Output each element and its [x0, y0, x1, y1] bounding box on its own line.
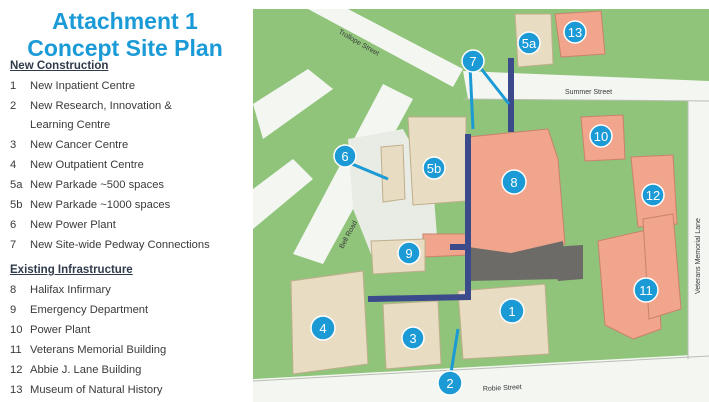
legend-item: Learning Centre — [30, 119, 111, 131]
svg-text:9: 9 — [405, 246, 412, 261]
svg-text:10: 10 — [594, 129, 608, 144]
street-label-summer: Summer Street — [565, 89, 612, 96]
svg-text:3: 3 — [409, 331, 416, 346]
svg-text:2: 2 — [446, 376, 453, 391]
legend-panel: Attachment 1 Concept Site Plan New Const… — [0, 0, 250, 402]
page-title-line2: Concept Site Plan — [27, 35, 223, 61]
svg-text:13: 13 — [568, 25, 582, 40]
svg-text:6: 6 — [341, 149, 348, 164]
svg-text:5b: 5b — [427, 161, 441, 176]
marker-12[interactable]: 12 — [641, 183, 665, 207]
pedway-connections — [367, 58, 514, 303]
svg-text:8: 8 — [510, 175, 517, 190]
marker-9[interactable]: 9 — [397, 241, 421, 265]
marker-2[interactable]: 2 — [437, 370, 463, 396]
street-label-veterans: Veterans Memorial Lane — [695, 218, 702, 294]
svg-text:1: 1 — [508, 304, 515, 319]
svg-text:12: 12 — [646, 188, 660, 203]
street-label-robie: Robie Street — [483, 384, 522, 393]
existing-infrastructure-heading: Existing Infrastructure — [10, 264, 133, 276]
marker-3[interactable]: 3 — [401, 326, 425, 350]
callout-lines — [351, 65, 511, 380]
page-title-line1: Attachment 1 — [52, 8, 198, 34]
marker-13[interactable]: 13 — [563, 20, 587, 44]
marker-7[interactable]: 7 — [461, 49, 485, 73]
svg-text:11: 11 — [639, 283, 653, 298]
marker-6[interactable]: 6 — [333, 144, 357, 168]
svg-text:7: 7 — [469, 54, 476, 69]
svg-text:4: 4 — [319, 321, 326, 336]
marker-4[interactable]: 4 — [310, 315, 336, 341]
new-construction-heading: New Construction — [10, 60, 109, 72]
svg-text:5a: 5a — [522, 36, 537, 51]
marker-11[interactable]: 11 — [633, 277, 659, 303]
marker-8[interactable]: 8 — [501, 169, 527, 195]
marker-10[interactable]: 10 — [589, 124, 613, 148]
marker-5a[interactable]: 5a — [517, 31, 541, 55]
site-plan-map[interactable]: Trollope Street Summer Street Bell Road … — [253, 9, 709, 402]
marker-1[interactable]: 1 — [499, 298, 525, 324]
marker-5b[interactable]: 5b — [422, 156, 446, 180]
